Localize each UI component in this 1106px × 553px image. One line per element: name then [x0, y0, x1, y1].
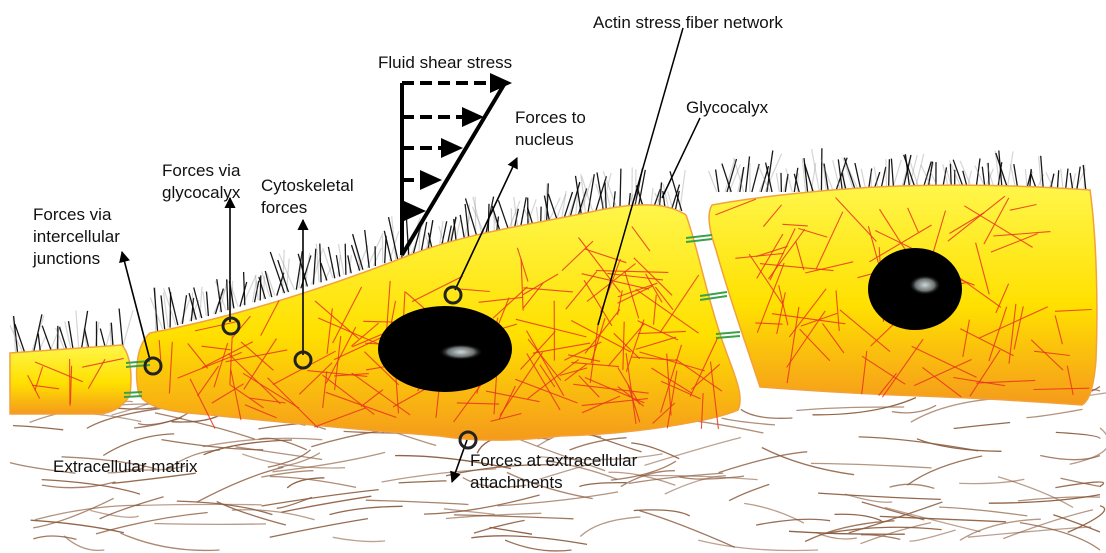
glycocalyx-hair	[776, 173, 779, 192]
matrix-fiber	[90, 510, 139, 517]
matrix-fiber	[232, 510, 315, 520]
matrix-fiber	[907, 456, 982, 485]
label-line: Forces via	[162, 160, 240, 182]
label-line: glycocalyx	[162, 182, 240, 204]
label-line: forces	[261, 197, 354, 219]
glycocalyx-hair	[260, 275, 261, 300]
matrix-fiber	[490, 527, 533, 534]
glycocalyx-hair	[752, 164, 759, 192]
matrix-fiber	[645, 438, 741, 466]
matrix-fiber	[33, 536, 76, 539]
glycocalyx-hair	[320, 244, 321, 283]
matrix-fiber	[270, 519, 368, 538]
glycocalyx-hair	[709, 171, 717, 192]
label-extracellular-matrix: Extracellular matrix	[53, 456, 198, 478]
glycocalyx-hair	[76, 311, 79, 353]
matrix-fiber	[698, 540, 818, 550]
matrix-fiber	[1056, 432, 1100, 438]
glycocalyx-hair	[844, 158, 856, 192]
label-glycocalyx: Glycocalyx	[686, 97, 768, 119]
shear-stress-profile	[402, 73, 512, 255]
matrix-fiber	[505, 540, 571, 551]
label-line: Forces via	[33, 204, 120, 226]
label-line: Forces at extracellular	[470, 450, 637, 472]
matrix-fiber	[917, 439, 1002, 452]
matrix-fiber	[287, 478, 324, 488]
glycocalyx-hair	[42, 326, 52, 352]
matrix-fiber	[197, 467, 284, 502]
matrix-fiber	[121, 533, 220, 550]
nucleus-middle	[378, 306, 512, 392]
label-forces-to-nucleus: Forces to nucleus	[515, 107, 586, 151]
glycocalyx-hair	[227, 279, 228, 310]
matrix-fiber	[811, 463, 932, 468]
matrix-fiber	[890, 484, 935, 488]
label-line: intercellular	[33, 226, 120, 248]
label-forces-via-intercellular: Forces via intercellular junctions	[33, 204, 120, 270]
label-line: Cytoskeletal	[261, 175, 354, 197]
matrix-fiber	[835, 514, 882, 521]
matrix-fiber	[729, 484, 769, 500]
matrix-fiber	[31, 520, 124, 533]
matrix-fiber	[756, 519, 830, 525]
matrix-fiber	[910, 530, 956, 541]
matrix-fiber	[471, 536, 587, 545]
label-cytoskeletal-forces: Cytoskeletal forces	[261, 175, 354, 219]
glycocalyx-hair	[313, 249, 315, 285]
matrix-fiber	[639, 511, 735, 548]
matrix-fiber	[13, 426, 63, 430]
matrix-fiber	[719, 452, 808, 473]
matrix-fiber	[236, 447, 323, 460]
matrix-fiber	[103, 434, 174, 456]
matrix-fiber	[861, 535, 900, 540]
glycocalyx-hair	[746, 156, 750, 192]
matrix-fiber	[242, 454, 345, 468]
label-forces-via-glycocalyx: Forces via glycocalyx	[162, 160, 240, 204]
matrix-fiber	[136, 504, 262, 505]
nucleus-right	[868, 248, 962, 330]
label-fluid-shear-stress: Fluid shear stress	[378, 52, 512, 74]
glycocalyx-hair	[548, 194, 557, 222]
matrix-fiber	[278, 453, 320, 468]
glycocalyx-hair	[244, 272, 245, 305]
glycocalyx-hair	[620, 169, 621, 211]
label-line: attachments	[470, 472, 637, 494]
matrix-fiber	[330, 506, 403, 514]
label-line: junctions	[33, 248, 120, 270]
glycocalyx-hair	[207, 292, 209, 317]
matrix-fiber	[333, 537, 385, 541]
glycocalyx-hair	[345, 244, 346, 275]
label-line: nucleus	[515, 129, 586, 151]
glycocalyx-hair	[203, 292, 207, 316]
glycocalyx-hair	[365, 230, 370, 268]
matrix-fiber	[399, 481, 447, 483]
label-actin-stress-fiber: Actin stress fiber network	[593, 12, 783, 34]
matrix-fiber	[722, 418, 775, 425]
matrix-fiber	[366, 500, 469, 504]
glycocalyx-hair	[605, 183, 606, 212]
label-line: Forces to	[515, 107, 586, 129]
glycocalyx-hair	[821, 148, 822, 192]
matrix-fiber	[1026, 409, 1082, 417]
matrix-fiber	[796, 407, 904, 411]
matrix-fiber	[789, 531, 905, 534]
matrix-fiber	[939, 507, 1027, 516]
matrix-fiber	[177, 501, 273, 514]
matrix-fiber	[818, 493, 941, 499]
matrix-fiber	[154, 524, 266, 525]
glycocalyx-hair	[321, 263, 327, 281]
matrix-fiber	[762, 448, 854, 475]
matrix-fiber	[954, 423, 1010, 429]
matrix-fiber	[741, 409, 793, 418]
matrix-fiber	[580, 517, 640, 537]
label-forces-extracellular-attachments: Forces at extracellular attachments	[470, 450, 637, 494]
glycocalyx-hair	[1077, 167, 1081, 192]
